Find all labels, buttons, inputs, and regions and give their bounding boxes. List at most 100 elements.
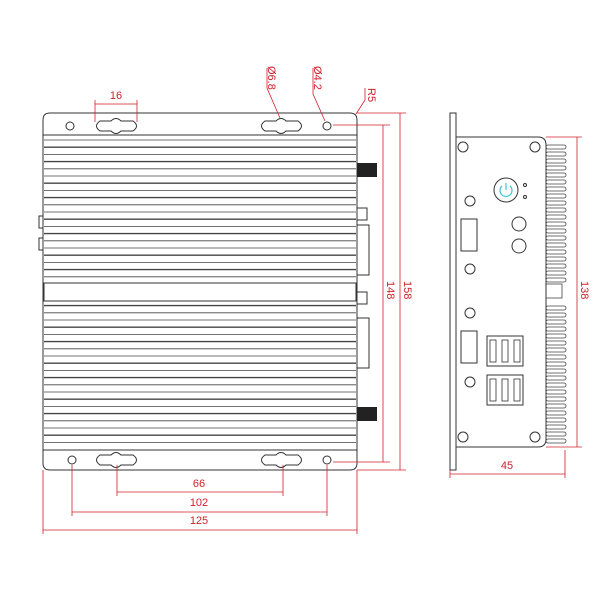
fin [545, 263, 567, 269]
fin [545, 249, 567, 255]
usb-slot [489, 378, 497, 402]
keyhole-slot [96, 118, 137, 134]
screw [457, 141, 469, 153]
fin [545, 417, 567, 423]
fin [545, 214, 567, 220]
dim-hole-pitch-width: 102 [190, 497, 208, 509]
side-fins [545, 144, 567, 444]
usb-slots [489, 339, 521, 402]
fin [545, 305, 567, 311]
fin [545, 165, 567, 171]
front-dimensions: 16 Ø6.8 Ø4.2 R5 148 158 66 102 125 [42, 66, 413, 534]
standoff [464, 195, 476, 207]
side-port [356, 317, 370, 369]
fin [545, 193, 567, 199]
fin [545, 410, 567, 416]
audio-jack [511, 216, 527, 232]
antenna-connector [357, 163, 377, 177]
usb-slot [513, 339, 521, 363]
fin [545, 438, 567, 444]
audio-jack [511, 238, 527, 254]
mount-hole [322, 455, 332, 465]
dim-body-height: 138 [578, 281, 590, 299]
side-port [356, 224, 370, 276]
fin [545, 368, 567, 374]
dim-slot-hole-dia: Ø6.8 [265, 66, 277, 90]
fin [545, 186, 567, 192]
fin [545, 375, 567, 381]
dim-mount-hole-dia: Ø4.2 [311, 66, 323, 90]
fin [545, 312, 567, 318]
dim-slot-pitch: 66 [193, 478, 205, 490]
dim-slot-width: 16 [110, 90, 122, 102]
fin [545, 389, 567, 395]
fin [545, 172, 567, 178]
standoff [464, 307, 476, 319]
usb-ports [486, 335, 524, 367]
fin [545, 326, 567, 332]
fin [545, 347, 567, 353]
fin [545, 179, 567, 185]
power-button [493, 177, 519, 203]
keyhole-slot [261, 452, 302, 468]
side-view [449, 112, 567, 471]
fin [545, 144, 567, 150]
dim-overall-width: 125 [190, 515, 208, 527]
fin [545, 319, 567, 325]
usb-slot [501, 339, 509, 363]
standoff [464, 376, 476, 388]
fin [545, 431, 567, 437]
side-dimensions: 138 45 [449, 136, 590, 478]
mount-hole [65, 121, 75, 131]
usb-ports [486, 374, 524, 406]
front-view [38, 112, 377, 471]
standoff [464, 263, 476, 275]
fin [545, 207, 567, 213]
flange [449, 112, 457, 471]
antenna-connector [357, 407, 377, 421]
side-tab [38, 237, 44, 251]
fin [545, 270, 567, 276]
side-port [356, 207, 368, 221]
fin [545, 333, 567, 339]
fin [545, 277, 567, 283]
dim-depth: 45 [501, 460, 513, 472]
fin [545, 354, 567, 360]
fin [545, 424, 567, 430]
fin [545, 361, 567, 367]
fin [545, 242, 567, 248]
mount-hole [322, 121, 332, 131]
dim-hole-pitch-height: 148 [384, 281, 396, 299]
fin [545, 403, 567, 409]
screw [529, 431, 541, 443]
hdmi-port [460, 330, 478, 364]
hdmi-port [460, 218, 478, 252]
screw [529, 141, 541, 153]
io-panel [455, 136, 547, 448]
screw [457, 431, 469, 443]
keyhole-slot [261, 118, 302, 134]
fin [545, 396, 567, 402]
flat-band [43, 282, 357, 302]
dim-corner-radius: R5 [365, 88, 377, 102]
fin [545, 200, 567, 206]
power-icon [499, 183, 513, 197]
keyhole-slot [96, 452, 137, 468]
led [523, 183, 527, 187]
side-tab [38, 215, 44, 229]
fin-tab [545, 283, 563, 299]
fin [545, 382, 567, 388]
mount-hole [67, 455, 77, 465]
led [523, 195, 527, 199]
fin [545, 158, 567, 164]
fin [545, 221, 567, 227]
dim-overall-height: 158 [401, 281, 413, 299]
fin [545, 340, 567, 346]
usb-slot [489, 339, 497, 363]
fin [545, 228, 567, 234]
usb-slot [501, 378, 509, 402]
heatsink-fins [44, 139, 356, 443]
fin [545, 151, 567, 157]
